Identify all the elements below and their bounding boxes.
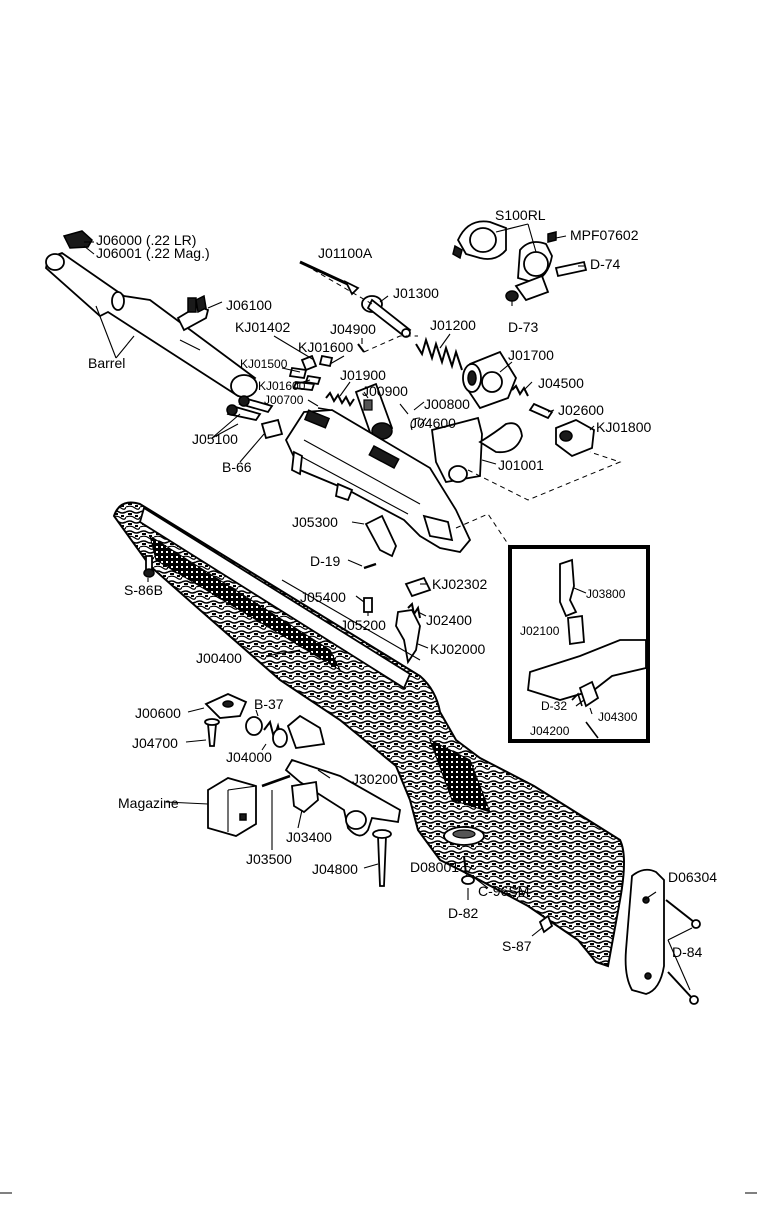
label-j04800: J04800 (312, 861, 358, 877)
barrel-icon (45, 251, 258, 398)
label-j30200: J30200 (352, 771, 398, 787)
guard-bushing-icon (204, 693, 248, 719)
label-j00700: J00700 (264, 393, 304, 407)
front-sight-icon (62, 230, 93, 249)
screw-icon (226, 395, 284, 440)
rear-swivel-screw-icon (538, 914, 554, 934)
label-j00900: J00900 (362, 383, 408, 399)
bolt-icon (354, 382, 394, 440)
grip-cap-icon (443, 826, 485, 885)
label-j05100: J05100 (192, 431, 238, 447)
label-j04600: J04600 (410, 415, 456, 431)
receiver-icon (284, 409, 472, 553)
magazine-catch-parts-icon (245, 716, 288, 748)
label-b37: B-37 (254, 696, 284, 712)
label-j05300: J05300 (292, 514, 338, 530)
label-j03400: J03400 (286, 829, 332, 845)
label-d06304: D06304 (668, 869, 718, 885)
label-j03800: J03800 (586, 587, 626, 601)
guard-pin-icon (261, 774, 291, 788)
label-kj01600-a: KJ01600 (298, 339, 354, 355)
label-j06000: J06000 (.22 LR) (96, 232, 197, 248)
bolt-sleeve-icon (462, 350, 518, 410)
label-b66: B-66 (222, 459, 252, 475)
label-j04900: J04900 (330, 321, 376, 337)
trigger-parts-icon (363, 576, 432, 665)
label-kj02000: KJ02000 (430, 641, 486, 657)
label-mpf07602: MPF07602 (570, 227, 639, 243)
leader-lines (83, 223, 693, 991)
label-j01300: J01300 (393, 285, 439, 301)
label-kj01600-b: KJ01600 (258, 379, 306, 393)
cocking-piece-icon (555, 419, 595, 458)
label-j04200: J04200 (530, 724, 570, 738)
label-j01200: J01200 (430, 317, 476, 333)
label-d74: D-74 (590, 256, 621, 272)
label-d73: D-73 (508, 319, 539, 335)
label-kj02302: KJ02302 (432, 576, 488, 592)
label-kj01500: KJ01500 (240, 357, 288, 371)
magazine-release-icon (291, 780, 319, 814)
label-j02400: J02400 (426, 612, 472, 628)
label-d84: D-84 (672, 944, 703, 960)
label-kj01402: KJ01402 (235, 319, 291, 335)
label-j05200: J05200 (340, 617, 386, 633)
label-s86b: S-86B (124, 582, 163, 598)
pin-icon (357, 343, 365, 353)
rear-sight-icon (176, 294, 210, 332)
magazine-icon (207, 777, 257, 837)
label-magazine: Magazine (118, 795, 179, 811)
label-barrel: Barrel (88, 355, 126, 371)
label-j00400: J00400 (196, 650, 242, 666)
sling-swivel-screw-icon (143, 555, 155, 578)
assembly-dashed-lines (299, 261, 622, 548)
label-j05400: J05400 (300, 589, 346, 605)
bolt-handle-icon (399, 403, 523, 484)
label-j04500: J04500 (538, 375, 584, 391)
label-d32: D-32 (541, 699, 568, 713)
rear-guard-screw-icon (372, 829, 392, 887)
label-s87: S-87 (502, 938, 532, 954)
label-j06001: J06001 (.22 Mag.) (96, 245, 210, 261)
label-j02600: J02600 (558, 402, 604, 418)
label-kj01800: KJ01800 (596, 419, 652, 435)
label-c96sm: C-96SM (478, 883, 530, 899)
trigger-guard-icon (284, 714, 401, 837)
trigger-bar-icon (364, 514, 397, 558)
label-j01700: J01700 (508, 347, 554, 363)
label-j04000: J04000 (226, 749, 272, 765)
label-j01100a: J01100A (318, 245, 373, 261)
detent-parts-icon (511, 384, 554, 420)
label-d82: D-82 (448, 905, 479, 921)
label-j04700: J04700 (132, 735, 178, 751)
scope-ring-icon (452, 220, 588, 302)
label-j01001: J01001 (498, 457, 544, 473)
spring-icon (415, 336, 463, 371)
firing-pin-icon (299, 260, 360, 296)
label-j02100: J02100 (520, 624, 560, 638)
label-j00800: J00800 (424, 396, 470, 412)
inset-detail-box (508, 545, 650, 743)
label-j00600: J00600 (135, 705, 181, 721)
label-j06100: J06100 (226, 297, 272, 313)
pin-d19-icon (363, 562, 377, 570)
stock-icon (112, 501, 625, 968)
bolt-spring-icon (317, 391, 355, 411)
label-s100rl: S100RL (495, 207, 546, 223)
guard-screw-icon (204, 718, 220, 747)
label-j01900: J01900 (340, 367, 386, 383)
label-j04300: J04300 (598, 710, 638, 724)
butt-plate-icon (624, 868, 701, 1005)
label-d08001: D08001 (410, 859, 460, 875)
label-d19: D-19 (310, 553, 341, 569)
label-j03500: J03500 (246, 851, 292, 867)
